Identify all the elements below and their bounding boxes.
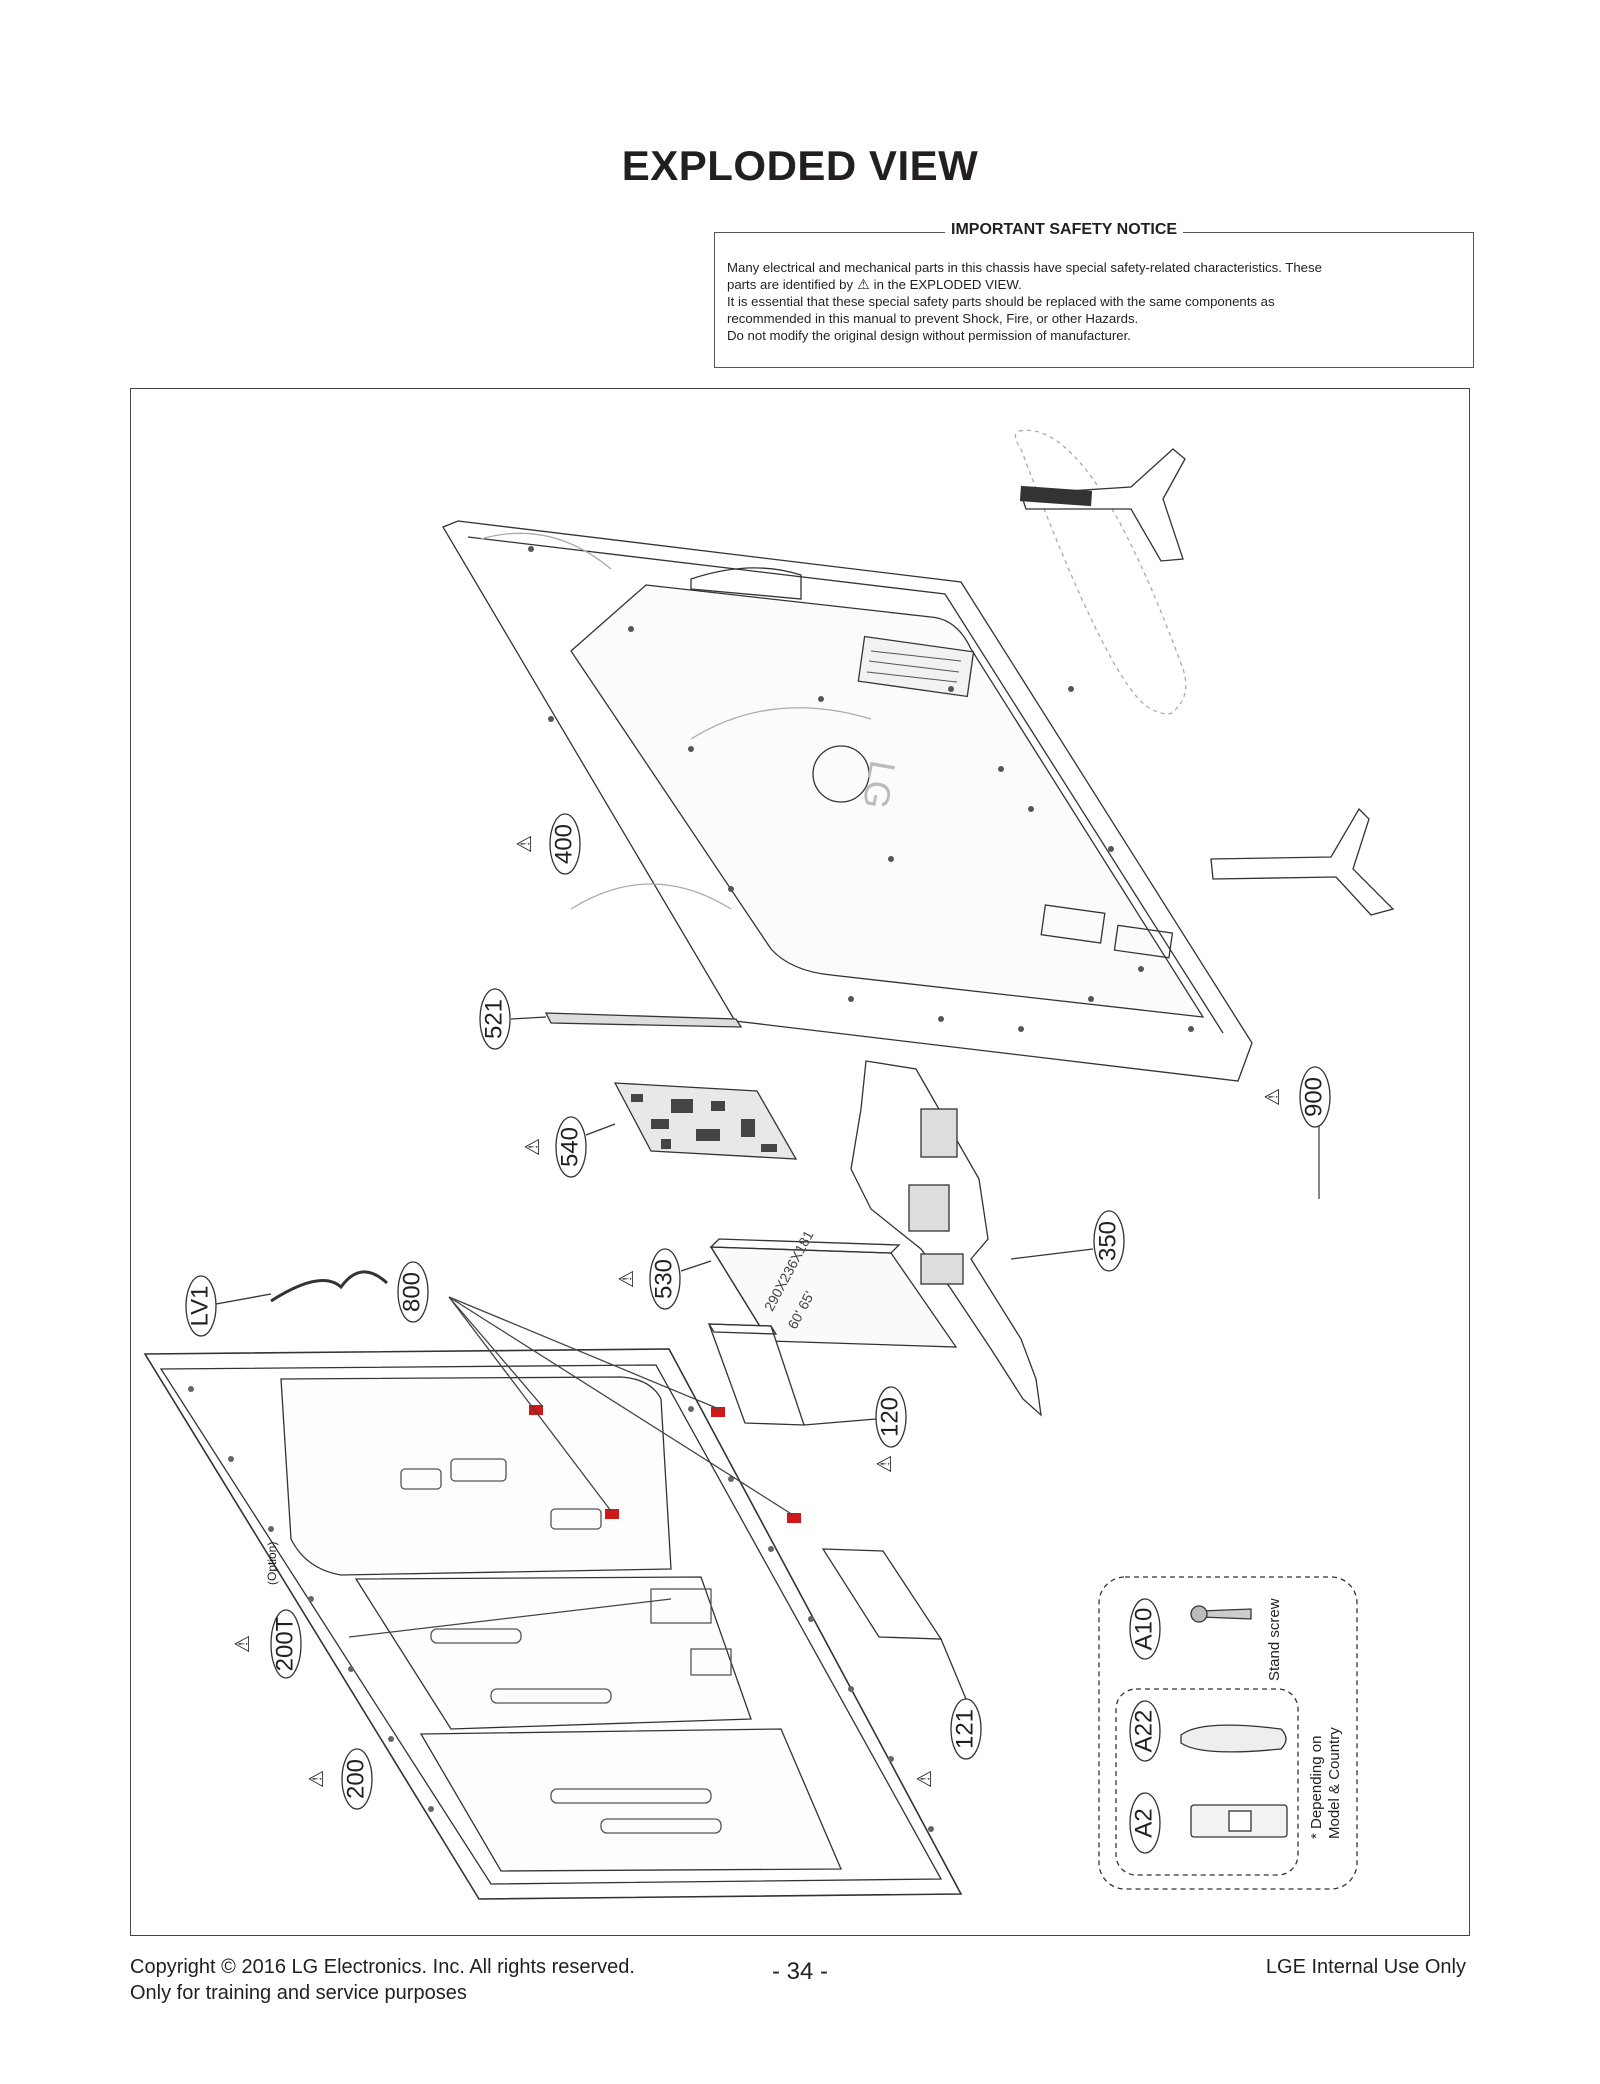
stand-drawing [1014, 429, 1395, 1199]
option-note: (Option) [265, 1542, 279, 1585]
svg-text:120: 120 [876, 1397, 903, 1437]
part-label-200: 200 ⚠ [306, 1748, 373, 1810]
part-label-521: 521 [479, 988, 511, 1050]
warning-triangle-icon: ⚠ [857, 276, 870, 292]
stand-screw-label: Stand screw [1266, 1598, 1283, 1681]
part-label-800: 800 [397, 1261, 429, 1323]
svg-text:530: 530 [650, 1259, 677, 1299]
svg-text:121: 121 [951, 1709, 978, 1749]
footer-internal: LGE Internal Use Only [1265, 1956, 1466, 1978]
safety-notice-line: Many electrical and mechanical parts in … [727, 260, 1322, 275]
part-label-900: 900 ⚠ [1262, 1066, 1331, 1128]
svg-text:200: 200 [342, 1759, 369, 1799]
part-label-200t: 200T (Option) ⚠ [232, 1542, 302, 1679]
svg-text:A10: A10 [1130, 1608, 1157, 1651]
svg-text:521: 521 [480, 999, 507, 1039]
warning-triangle-icon: ⚠ [1262, 1088, 1284, 1106]
warning-triangle-icon: ⚠ [914, 1770, 936, 1788]
warning-triangle-icon: ⚠ [306, 1770, 328, 1788]
footer-copyright: Copyright © 2016 LG Electronics. Inc. Al… [130, 1956, 635, 1978]
part-label-a2: A2 [1129, 1792, 1161, 1854]
part-label-lv1: LV1 [185, 1275, 272, 1337]
part-label-120: 120 ⚠ [874, 1386, 907, 1473]
svg-text:A22: A22 [1130, 1710, 1157, 1753]
safety-notice-box: IMPORTANT SAFETY NOTICE Many electrical … [714, 221, 1474, 368]
lg-logo: LG [855, 758, 904, 812]
svg-text:LV1: LV1 [186, 1286, 213, 1327]
svg-text:800: 800 [398, 1272, 425, 1312]
safety-notice-line: Do not modify the original design withou… [727, 328, 1131, 343]
warning-triangle-icon: ⚠ [514, 835, 536, 853]
exploded-view-diagram: LG [130, 388, 1470, 1936]
main-board-drawing [585, 1082, 798, 1160]
svg-text:400: 400 [550, 824, 577, 864]
safety-notice-body: Many electrical and mechanical parts in … [727, 259, 1461, 344]
cable-drawing [270, 1270, 389, 1303]
part-label-a22: A22 [1129, 1700, 1161, 1762]
power-unit-drawing: 290X236X181 60' 65' [680, 1228, 958, 1348]
warning-triangle-icon: ⚠ [874, 1455, 896, 1473]
frame-drawing [143, 1296, 963, 1900]
warning-triangle-icon: ⚠ [522, 1138, 544, 1156]
back-cover-drawing: LG [442, 520, 1253, 1082]
svg-text:200T: 200T [271, 1616, 298, 1671]
safety-notice-line: recommended in this manual to prevent Sh… [727, 311, 1139, 326]
pad-drawings [707, 1323, 967, 1700]
footer-purpose: Only for training and service purposes [130, 1982, 467, 2004]
warning-triangle-icon: ⚠ [616, 1270, 638, 1288]
depending-note-line1: * Depending on [1308, 1736, 1325, 1839]
part-label-540: 540 ⚠ [522, 1116, 587, 1178]
safety-notice-line: parts are identified by⚠in the EXPLODED … [727, 276, 1461, 293]
part-label-a10: A10 [1129, 1598, 1161, 1660]
part-label-530: 530 ⚠ [616, 1248, 681, 1310]
exploded-view-drawing: LG [143, 429, 1395, 1900]
safety-notice-heading: IMPORTANT SAFETY NOTICE [945, 221, 1184, 239]
main-board-bracket-drawing [510, 1012, 743, 1028]
page-number: - 34 - [771, 1958, 828, 1985]
svg-text:350: 350 [1094, 1221, 1121, 1261]
svg-text:540: 540 [556, 1127, 583, 1167]
svg-text:900: 900 [1300, 1077, 1327, 1117]
part-label-400: 400 ⚠ [514, 813, 581, 875]
svg-text:A2: A2 [1130, 1808, 1157, 1837]
page-title: EXPLODED VIEW [621, 142, 979, 189]
safety-notice-text: in the EXPLODED VIEW. [873, 277, 1022, 292]
depending-note-line2: Model & Country [1326, 1727, 1343, 1839]
warning-triangle-icon: ⚠ [232, 1635, 254, 1653]
part-label-350: 350 [1093, 1210, 1125, 1272]
safety-notice-text: parts are identified by [727, 277, 854, 292]
part-label-121: 121 ⚠ [914, 1698, 982, 1788]
side-bracket-drawing [850, 1060, 1094, 1417]
safety-notice-line: It is essential that these special safet… [727, 294, 1275, 309]
accessories-box [1098, 1576, 1358, 1890]
